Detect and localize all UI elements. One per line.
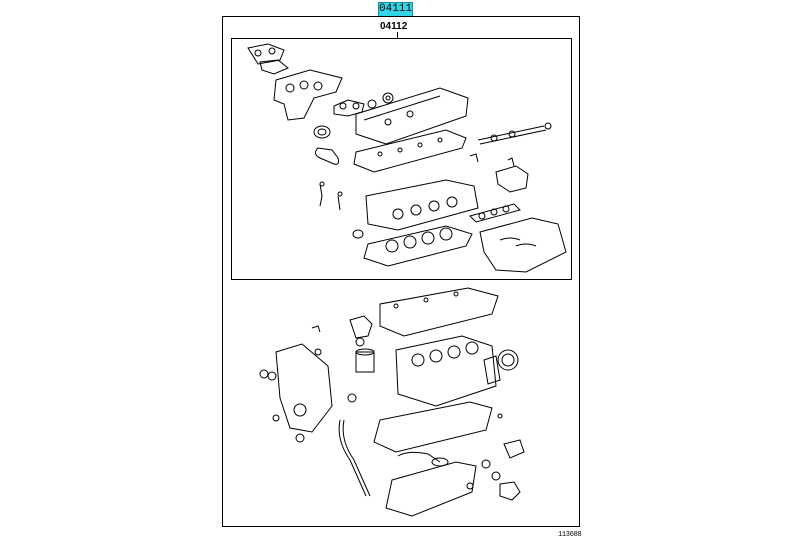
cylinder-head[interactable]: [365, 179, 479, 231]
drawing-reference-code: 113688: [558, 531, 582, 539]
oil-pan[interactable]: [385, 461, 477, 517]
timing-chain-cover[interactable]: [259, 343, 333, 443]
water-outlet-housing[interactable]: [495, 157, 529, 193]
valve-stem-seals[interactable]: [319, 181, 364, 239]
cylinder-head-gasket[interactable]: [363, 225, 473, 267]
crankshaft-front-seal[interactable]: [272, 393, 357, 422]
oil-filter-and-seal[interactable]: [355, 337, 375, 373]
exhaust-manifold[interactable]: [273, 69, 343, 121]
oil-pan-baffle[interactable]: [373, 401, 493, 453]
manifold-stud-gaskets[interactable]: [333, 92, 394, 117]
exhaust-manifold-gasket[interactable]: [247, 43, 289, 75]
frame-dotted-mark: [222, 526, 252, 527]
oil-pressure-switch-and-drain[interactable]: [481, 413, 525, 501]
sub-assembly-label-04112[interactable]: 04112: [380, 21, 408, 32]
camshaft-seal-and-bolt[interactable]: [469, 122, 552, 163]
intake-manifold-gasket[interactable]: [469, 203, 521, 223]
oil-dipstick-guide[interactable]: [338, 419, 371, 497]
oil-strainer[interactable]: [397, 451, 449, 467]
water-inlet-parts[interactable]: [311, 315, 373, 356]
oil-pan-gasket-upper[interactable]: [379, 287, 499, 337]
rear-oil-seal[interactable]: [483, 349, 519, 385]
intake-manifold[interactable]: [479, 217, 567, 273]
exhaust-pipe-gasket[interactable]: [313, 125, 339, 165]
overhaul-gasket-kit-frame: [222, 16, 580, 527]
valve-grind-gasket-kit-frame: [231, 38, 572, 280]
cylinder-head-cover[interactable]: [355, 87, 469, 145]
head-cover-gasket[interactable]: [353, 129, 467, 173]
sub-assembly-leader-line: [397, 32, 398, 39]
cylinder-block[interactable]: [395, 335, 497, 407]
